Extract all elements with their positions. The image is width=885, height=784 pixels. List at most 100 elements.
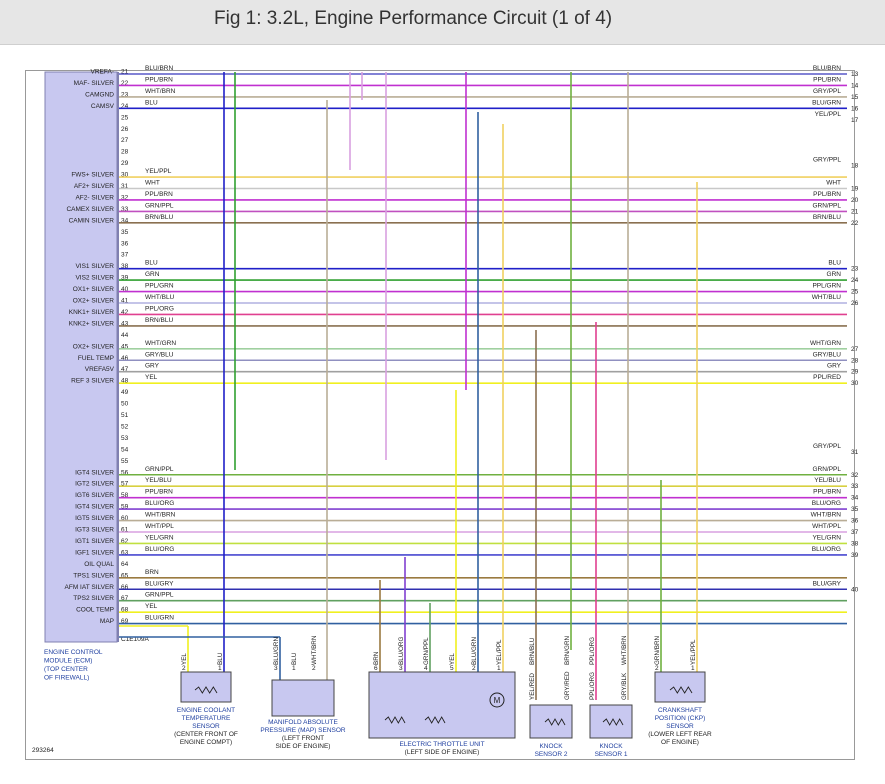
component-wire-label: BRN/GRN [564,636,571,665]
ecm-pin-number: 29 [121,160,129,167]
ecm-pin-name: AF2- SILVER [75,194,114,201]
terminal-number: 26 [851,300,859,307]
component-label: PRESSURE (MAP) SENSOR [260,727,346,734]
wire-color-label: YEL/GRN [145,534,174,541]
wire-color-label: YEL/BLU [145,477,172,484]
ecm-pin-number: 23 [121,91,129,98]
resistor-icon [544,718,566,726]
component-pin-number: 2 [312,665,316,672]
ecm-pin-number: 28 [121,149,129,156]
ecm-pin-number: 35 [121,229,129,236]
component-label: TEMPERATURE [182,715,231,722]
ecm-pin-number: 50 [121,401,129,408]
wire-color-label: WHT/BLU [145,294,175,301]
ecm-pin-number: 52 [121,423,129,430]
component-wire-label: GRN/PPL [423,637,430,665]
component-location: SIDE OF ENGINE) [276,743,331,750]
terminal-number: 17 [851,117,859,124]
ecm-pin-name: IGF1 SILVER [75,549,114,556]
component-pin-number: 4 [424,665,428,672]
ecm-pin-name: MAP [100,618,114,625]
wire-color-label: BLU/BRN [145,65,173,72]
ecm-pin-name: IGT2 SILVER [75,481,114,488]
ecm-pin-number: 24 [121,103,129,110]
component-label: POSITION (CKP) [655,715,706,722]
ecm-pin-number: 69 [121,618,129,625]
ecm-pin-name: OX2+ SILVER [73,298,115,305]
terminal-number: 28 [851,357,859,364]
component-label: ENGINE COOLANT [177,707,235,714]
ecm-pin-name: AF2+ SILVER [74,183,114,190]
splice-wire-label: GRY/RED [564,671,571,700]
terminal-number: 14 [851,82,859,89]
ecm-connector-id: C1E109A [121,636,149,643]
diagram-frame [25,70,855,760]
ecm-pin-name: OX1+ SILVER [73,286,115,293]
terminal-number: 21 [851,208,859,215]
ecm-pin-name: VREFA- [91,69,114,76]
ecm-pin-name: CAMIN SILVER [69,217,115,224]
wire-end-label: GRY [827,363,842,370]
wire-end-label: YEL/BLU [814,477,841,484]
wire-color-label: GRN [145,271,160,278]
terminal-number: 16 [851,105,859,112]
wire-end-label: BLU/GRY [813,580,842,587]
ecm-pin-number: 43 [121,320,129,327]
terminal-number: 18 [851,163,859,170]
component-wire-label: BLU/GRN [273,637,280,665]
ecm-pin-number: 62 [121,538,129,545]
component-wire-label: BLU [217,652,224,665]
ecm-label: ENGINE CONTROL [44,649,103,656]
ecm-pin-name: VREFA5V [85,366,115,373]
component-wire-label: BLU [291,652,298,665]
wire-color-label: PPL/ORG [145,305,174,312]
throttle-unit-box [368,671,516,739]
ecm-pin-name: VIS1 SILVER [75,263,114,270]
ecm-edge [117,72,119,642]
component-location: ENGINE COMPT) [180,739,232,746]
ecm-pin-number: 27 [121,137,129,144]
ecm-pin-number: 51 [121,412,129,419]
component-wire-label: YEL [181,653,188,665]
ecm-pin-name: OX2+ SILVER [73,343,115,350]
wire-color-label: BRN/BLU [145,317,173,324]
ecm-pin-name: CAMSV [91,103,115,110]
component-location: (LOWER LEFT REAR [648,731,712,738]
wire-end-label: GRY/PPL [813,88,841,95]
wire-end-label: WHT/BLU [812,294,842,301]
ckp-sensor-box [654,671,706,703]
wire-end-label: YEL/GRN [812,534,841,541]
ecm-pin-number: 49 [121,389,129,396]
wire-end-label: BLU [828,260,841,267]
wire-color-label: WHT/BRN [145,88,176,95]
component-label: SENSOR [666,723,694,730]
knock-sensor-2-box [529,704,573,739]
ecm-pin-number: 65 [121,572,129,579]
wire-color-label: WHT/PPL [145,523,174,530]
ecm-pin-number: 60 [121,515,129,522]
resistor-icon [602,718,624,726]
component-wire-label: WHT/BRN [311,635,318,665]
ecm-pin-number: 40 [121,286,129,293]
component-label: KNOCK [599,743,623,750]
ecm-pin-number: 63 [121,549,129,556]
ecm-pin-name: IGT6 SILVER [75,492,114,499]
ecm-pin-number: 25 [121,114,129,121]
ecm-pin-number: 64 [121,561,129,568]
wire-end-label: PPL/RED [813,374,841,381]
terminal-number: 40 [851,586,859,593]
component-wire-label: GRN/BRN [654,636,661,665]
terminal-number: 31 [851,449,859,456]
resistor-icon [384,716,406,724]
wire-color-label: PPL/GRN [145,283,174,290]
splice-wire-label: PPL/ORG [589,672,596,700]
wire-end-label: BLU/ORG [812,500,841,507]
component-pin-number: 2 [655,665,659,672]
ecm-pin-number: 26 [121,126,129,133]
component-wire-label: YEL/PPL [496,639,503,665]
ecm-pin-number: 67 [121,595,129,602]
wire-color-label: BRN/BLU [145,214,173,221]
wire-end-label: BRN/BLU [813,214,841,221]
motor-icon-label: M [494,696,501,705]
terminal-number: 30 [851,380,859,387]
